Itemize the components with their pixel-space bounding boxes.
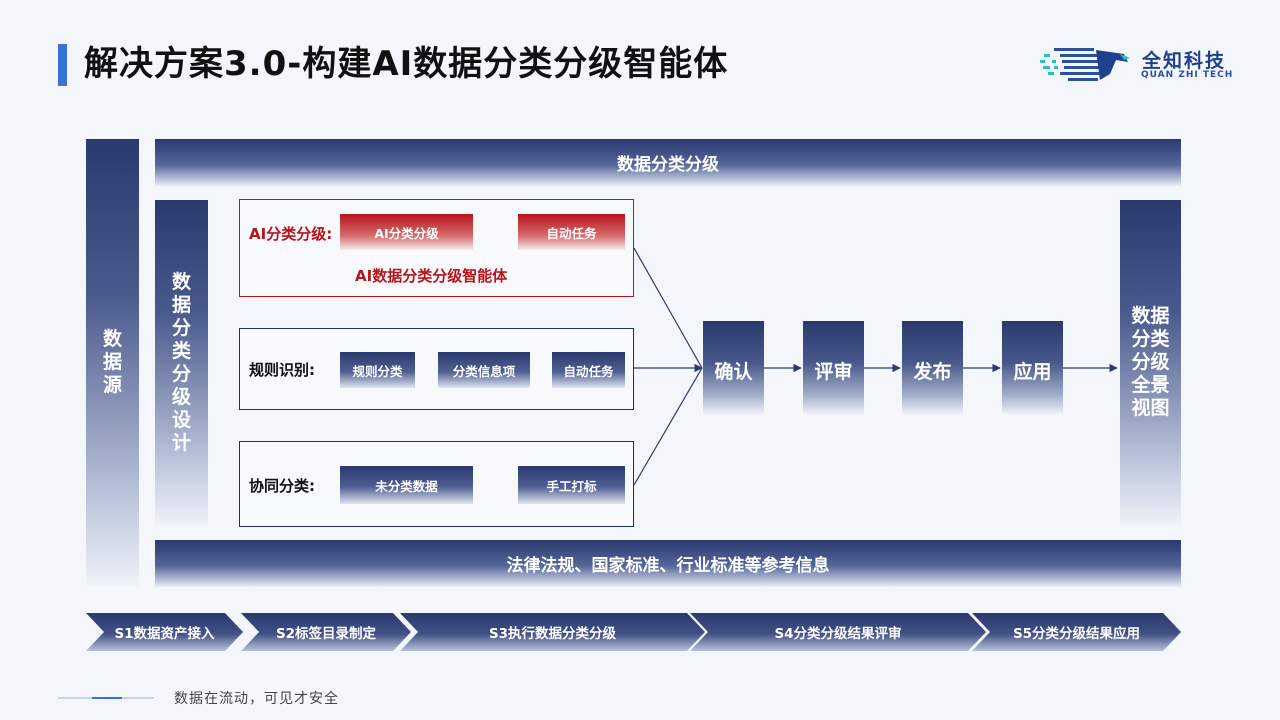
classification-top-bar: 数据分类分级	[155, 139, 1181, 186]
rule-box-label: 规则识别:	[249, 361, 315, 379]
panorama-line: 视图	[1131, 397, 1170, 419]
ai-step-classify: AI分类分级	[340, 214, 473, 250]
title-accent-bar	[58, 44, 67, 86]
step-apply: 应用	[1002, 321, 1063, 414]
step-publish: 发布	[902, 321, 963, 414]
reference-bottom-bar: 法律法规、国家标准、行业标准等参考信息	[155, 540, 1181, 587]
design-char: 分	[171, 362, 191, 385]
data-source-char: 据	[102, 351, 122, 373]
design-char: 计	[171, 431, 191, 454]
logo-text-en: QUAN ZHI TECH	[1141, 70, 1234, 80]
collab-step-manual-tag: 手工打标	[518, 466, 625, 504]
design-char: 级	[171, 385, 191, 408]
footer-slogan: 数据在流动，可见才安全	[174, 691, 339, 707]
design-char: 分	[171, 316, 191, 339]
collab-step-unclassified: 未分类数据	[340, 466, 473, 504]
stage-s1: S1数据资产接入	[86, 613, 243, 651]
footer-line-accent	[92, 697, 122, 699]
quanzhi-logo-icon	[1040, 48, 1130, 81]
logo-text-cn: 全知科技	[1142, 50, 1227, 72]
ai-box-label: AI分类分级:	[249, 225, 333, 243]
stage-s4: S4分类分级结果评审	[690, 613, 986, 651]
data-source-char: 数	[102, 328, 122, 350]
panorama-view-column: 数据 分类 分级 全景 视图	[1120, 200, 1181, 525]
stage-s3: S3执行数据分类分级	[400, 613, 705, 651]
panorama-line: 数据	[1131, 305, 1170, 327]
ai-step-auto-task: 自动任务	[518, 214, 625, 250]
data-source-char: 源	[102, 374, 122, 396]
panorama-line: 分级	[1131, 351, 1170, 373]
rule-step-auto-task: 自动任务	[552, 352, 625, 388]
panorama-line: 分类	[1131, 328, 1170, 350]
page-title: 解决方案3.0-构建AI数据分类分级智能体	[84, 44, 729, 84]
stage-s2: S2标签目录制定	[241, 613, 411, 651]
design-char: 类	[171, 339, 191, 362]
step-confirm: 确认	[703, 321, 764, 414]
ai-box-caption: AI数据分类分级智能体	[355, 267, 508, 285]
collab-box-label: 协同分类:	[249, 477, 315, 495]
stage-s5: S5分类分级结果应用	[972, 613, 1181, 651]
bottom-bar-label: 法律法规、国家标准、行业标准等参考信息	[506, 556, 830, 576]
panorama-line: 全景	[1131, 374, 1170, 396]
design-column: 数 据 分 类 分 级 设 计	[155, 200, 208, 525]
data-source-column: 数 据 源	[86, 139, 139, 586]
design-char: 数	[171, 270, 191, 293]
design-char: 设	[171, 408, 191, 431]
step-review: 评审	[803, 321, 864, 414]
rule-step-classify: 规则分类	[340, 352, 415, 388]
rule-step-info-items: 分类信息项	[438, 352, 530, 388]
top-bar-label: 数据分类分级	[617, 155, 719, 175]
design-char: 据	[171, 293, 191, 316]
